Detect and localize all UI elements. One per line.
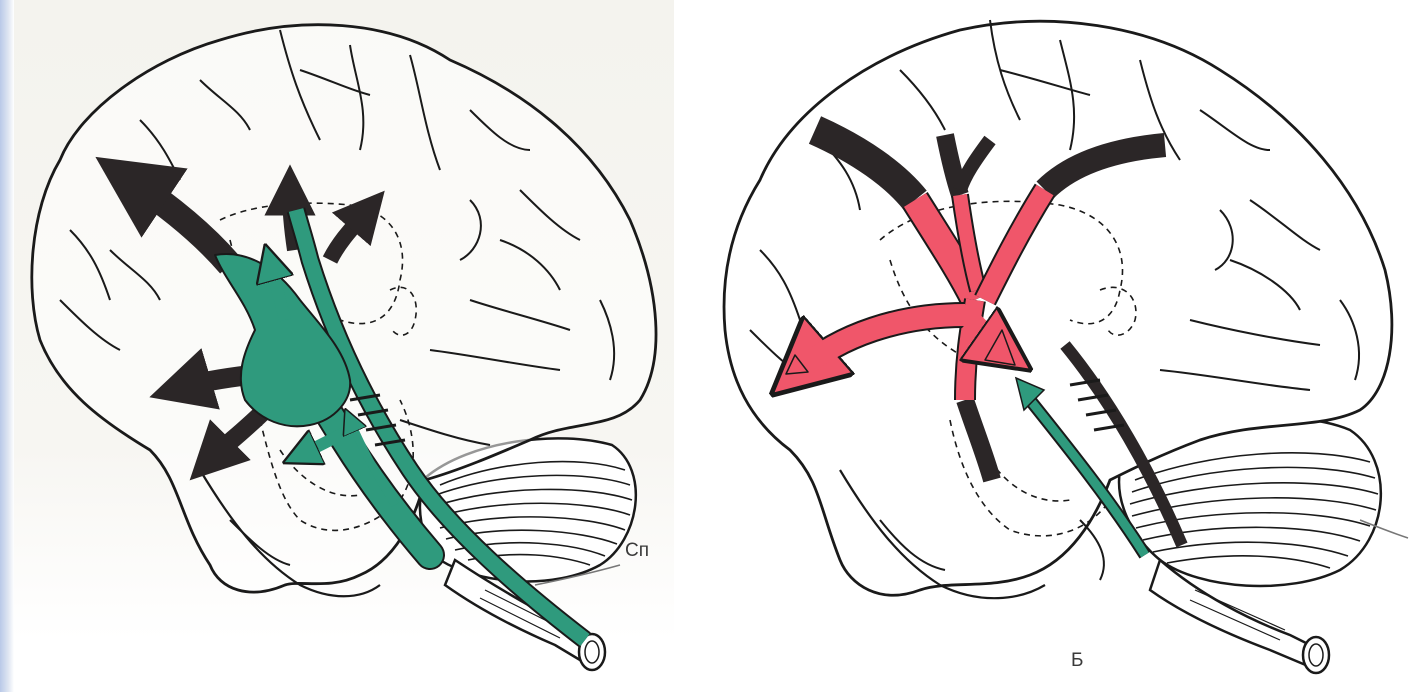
right-brain — [724, 20, 1408, 673]
label-sp: Сп — [625, 540, 649, 562]
label-b: Б — [1071, 650, 1083, 672]
arrow-frontal-mid — [180, 375, 250, 388]
left-brain — [32, 25, 656, 670]
